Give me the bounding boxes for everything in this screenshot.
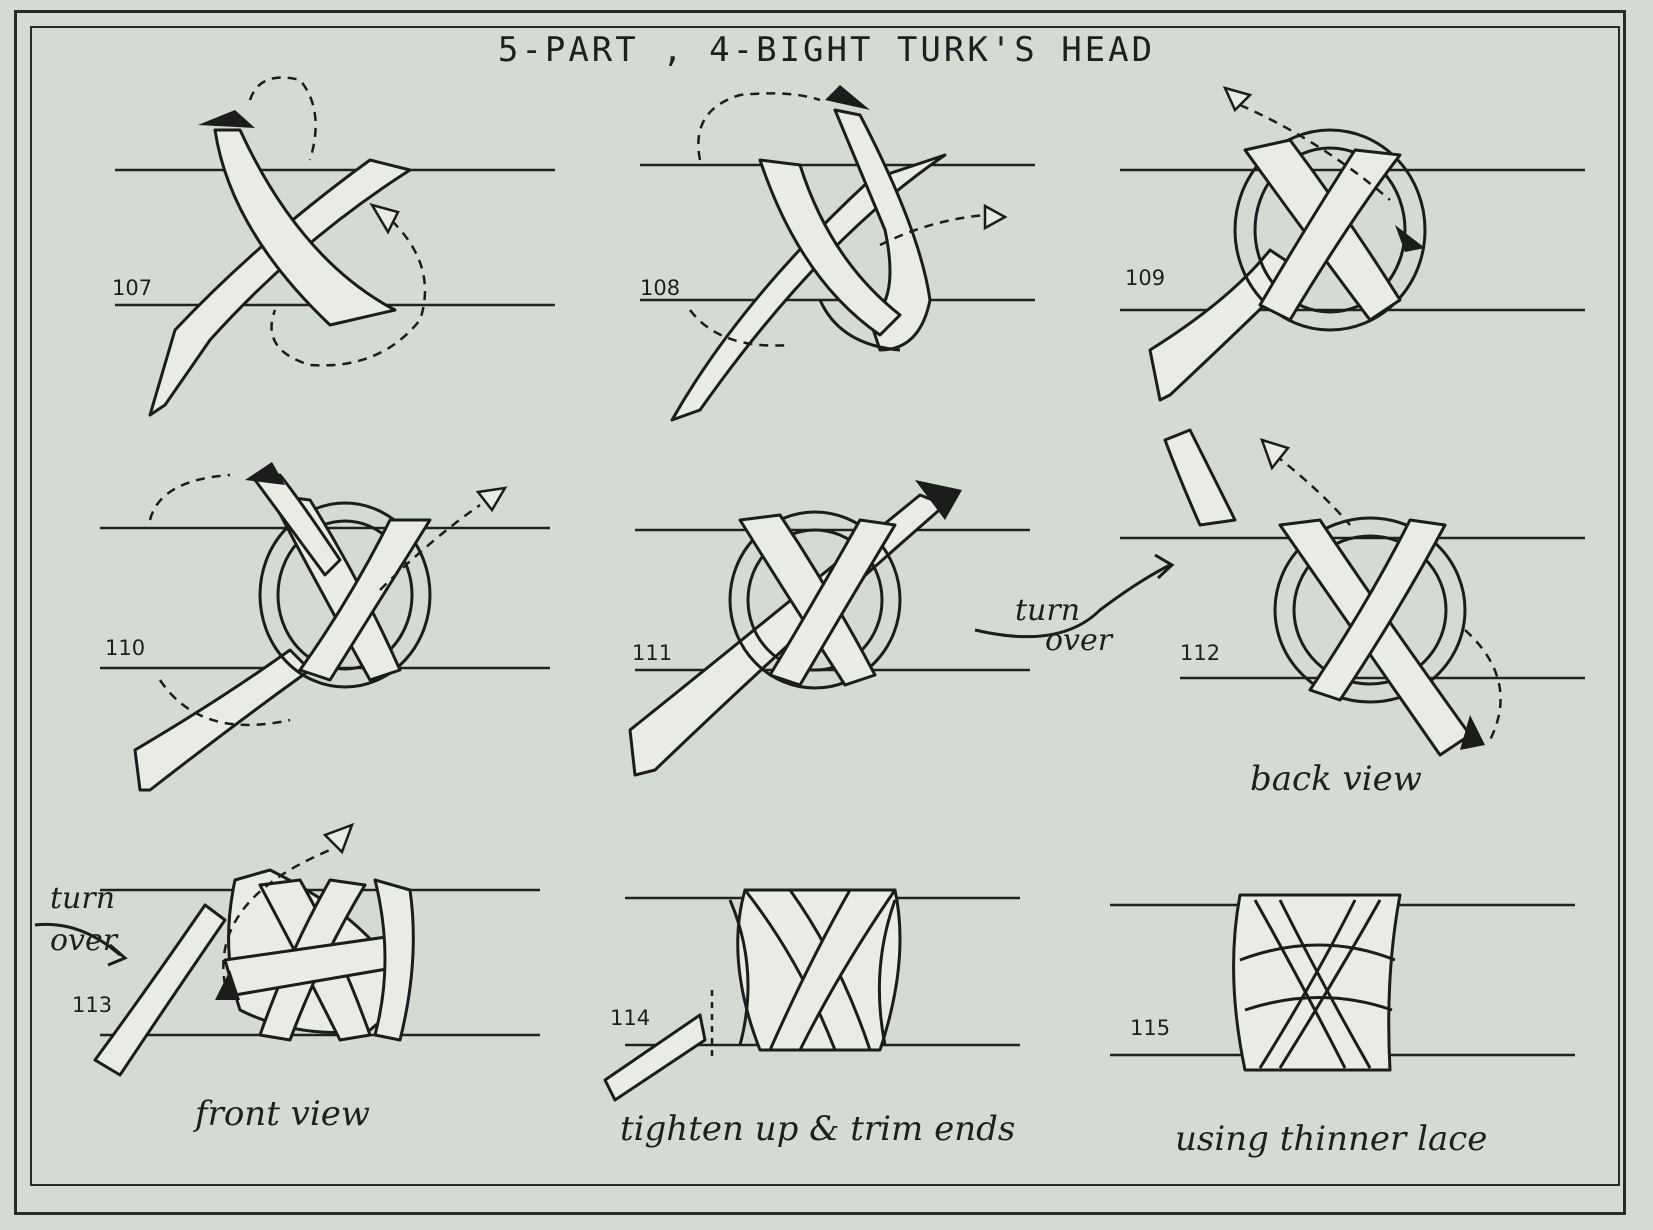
arrow-head <box>198 110 255 128</box>
arrow-head <box>825 85 870 110</box>
lace-strand <box>373 878 415 1042</box>
lace-strand <box>738 513 877 687</box>
lace-strand <box>833 108 932 352</box>
arrow-head-open <box>369 202 400 235</box>
inner-frame <box>30 26 1620 1186</box>
lace-strand <box>1308 518 1447 702</box>
arrow-head-open <box>983 203 1008 231</box>
figure-108: 108 <box>640 85 1035 422</box>
path-dashed <box>879 213 986 247</box>
figure-caption: tighten up & trim ends <box>620 1109 1015 1149</box>
arrow-head <box>245 462 285 485</box>
side-note-line-2: over <box>1045 623 1114 658</box>
figure-number: 113 <box>72 993 112 1017</box>
lace-strand <box>148 158 412 417</box>
lace-edge <box>877 899 897 1046</box>
path-dashed <box>158 679 291 727</box>
lace-strand <box>1239 943 1396 962</box>
path-dashed <box>248 76 317 161</box>
lace-strand <box>1244 996 1393 1012</box>
arrow-head <box>215 970 240 1000</box>
lace-strand <box>213 128 397 327</box>
lace-loop <box>728 510 902 690</box>
lace-strand <box>253 473 342 577</box>
figure-number: 115 <box>1130 1016 1170 1040</box>
lace-loop <box>1292 534 1448 686</box>
lace-strand <box>1278 899 1382 1069</box>
figure-number: 114 <box>610 1006 650 1030</box>
lace-strand <box>758 158 902 337</box>
figure-caption: back view <box>1250 759 1422 799</box>
figure-number: 109 <box>1125 266 1165 290</box>
lace-strand <box>1258 148 1402 322</box>
lace-end-trimmed <box>1163 428 1237 527</box>
figure-107: 107 <box>112 76 555 417</box>
path-dashed <box>379 503 481 591</box>
turn-over-arrow <box>974 563 1171 639</box>
lace-strand <box>1258 899 1357 1069</box>
lace-strand <box>133 648 312 792</box>
lace-loop <box>276 519 414 671</box>
lace-strand <box>768 888 897 1052</box>
lace-strand <box>1278 899 1372 1069</box>
figure-110: 110 <box>100 462 550 792</box>
figure-111: 111 <box>628 480 1030 777</box>
lace-loop <box>1233 128 1427 332</box>
side-note-line-1: turn <box>50 881 115 916</box>
lace-strand <box>1148 248 1302 402</box>
figure-number: 110 <box>105 636 145 660</box>
path-dashed <box>697 92 821 161</box>
path-dashed <box>148 473 231 521</box>
path-dashed <box>222 848 331 986</box>
lace-loop <box>258 501 432 689</box>
figure-114: 114 tighten up & trim ends <box>603 888 1020 1149</box>
arrow-head-open <box>1222 86 1253 113</box>
lace-loop <box>1273 516 1467 704</box>
lace-edge <box>818 299 901 352</box>
side-note-line-2: over <box>50 923 119 958</box>
arrow-head <box>1395 225 1425 252</box>
figure-115: 115 using thinner lace <box>1110 893 1575 1159</box>
lace-strand <box>93 903 227 1077</box>
path-dashed <box>1239 103 1391 201</box>
lace-strand <box>768 518 897 687</box>
arrow-head-open <box>1259 438 1291 471</box>
lace-strand <box>298 518 432 682</box>
side-note-line-1: turn <box>1015 593 1080 628</box>
arrow-head <box>915 480 962 520</box>
outer-frame <box>14 10 1626 1215</box>
figure-number: 111 <box>632 641 672 665</box>
path-dashed <box>1274 454 1351 526</box>
arrow-head <box>1460 715 1485 750</box>
figure-113: turn over 113 front view <box>34 822 540 1134</box>
figure-109: 109 <box>1120 86 1585 402</box>
lace-loop <box>1253 146 1407 314</box>
arrow-head-open <box>322 822 355 855</box>
arrow-head-open <box>475 486 508 513</box>
figure-caption: front view <box>192 1094 370 1134</box>
lace-strand <box>670 153 947 422</box>
turn-over-arrowhead <box>1154 553 1175 580</box>
page-title: 5-PART , 4-BIGHT TURK'S HEAD <box>497 30 1156 70</box>
lace-end-trimmed <box>603 1013 707 1102</box>
figure-number: 112 <box>1180 641 1220 665</box>
figure-number: 108 <box>640 276 680 300</box>
path-dashed <box>689 309 791 347</box>
lace-strand <box>1253 899 1347 1069</box>
lace-loop <box>746 528 884 672</box>
figure-112: turn over 112 back view <box>974 428 1585 799</box>
figure-number: 107 <box>112 276 152 300</box>
lace-knot-body <box>1232 893 1402 1072</box>
lace-edge <box>728 899 750 1046</box>
turn-over-arrowhead <box>107 943 128 967</box>
figure-caption: using thinner lace <box>1175 1119 1487 1159</box>
